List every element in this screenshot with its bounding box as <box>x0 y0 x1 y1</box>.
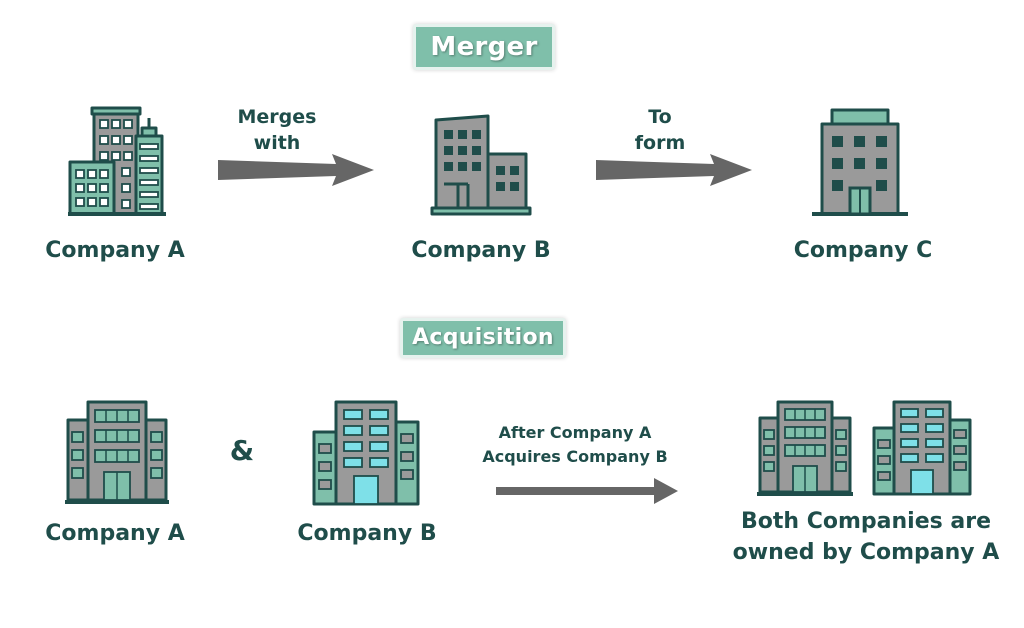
merger-arrow1-line2: with <box>253 132 301 154</box>
acquisition-result-line1: Both Companies are <box>741 509 991 534</box>
merger-arrow2-icon <box>596 154 752 186</box>
acquisition-result-caption: Both Companies are owned by Company A <box>714 506 1018 568</box>
acquisition-ampersand: & <box>229 434 255 467</box>
acquisition-result-company-b-building-icon <box>872 400 972 496</box>
merger-company-a-building-icon <box>68 106 166 216</box>
merger-title: Merger <box>430 32 538 62</box>
merger-arrow1-caption: Merges with <box>212 104 342 156</box>
merger-company-a-label: Company A <box>45 238 185 263</box>
merger-company-b-label: Company B <box>411 238 551 263</box>
acquisition-arrow-line2: Acquires Company B <box>482 447 668 466</box>
merger-arrow1-line1: Merges <box>237 106 317 128</box>
acquisition-company-a-label: Company A <box>45 521 185 546</box>
acquisition-result-company-a-building-icon <box>757 400 853 496</box>
merger-arrow2-caption: To form <box>600 104 720 156</box>
merger-title-badge: Merger <box>413 24 555 70</box>
acquisition-arrow-icon <box>496 478 678 504</box>
acquisition-company-b-label: Company B <box>297 521 437 546</box>
merger-arrow2-line2: form <box>634 132 686 154</box>
acquisition-result-line2: owned by Company A <box>732 540 1000 565</box>
acquisition-title: Acquisition <box>412 325 554 350</box>
acquisition-company-b-building-icon <box>312 400 420 506</box>
acquisition-arrow-caption: After Company A Acquires Company B <box>460 421 690 469</box>
merger-company-b-building-icon <box>430 114 532 216</box>
acquisition-arrow-line1: After Company A <box>498 423 652 442</box>
merger-company-c-label: Company C <box>793 238 933 263</box>
acquisition-company-a-building-icon <box>65 400 169 504</box>
merger-arrow1-icon <box>218 154 374 186</box>
acquisition-title-badge: Acquisition <box>400 318 566 358</box>
merger-arrow2-line1: To <box>648 106 672 128</box>
merger-company-c-building-icon <box>812 108 908 216</box>
